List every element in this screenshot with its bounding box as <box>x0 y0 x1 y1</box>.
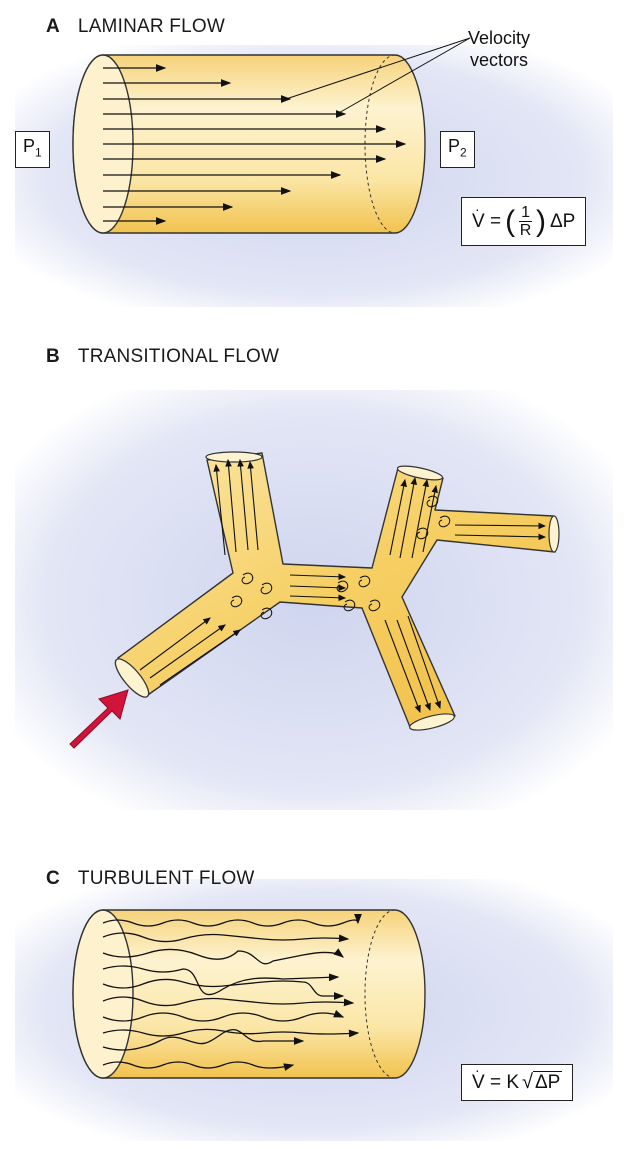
turbulent-eq-radicand: ΔP <box>532 1071 563 1093</box>
turbulent-title-text: TURBULENT FLOW <box>77 868 255 889</box>
transitional-eddies <box>230 495 451 620</box>
laminar-eq-paren-open: ( <box>505 204 516 238</box>
laminar-eq-rhs: ΔP <box>549 210 576 232</box>
turbulent-tube-inlet <box>72 909 134 1079</box>
transitional-flow-lines <box>139 458 547 714</box>
p1-label: P1 <box>15 131 50 168</box>
laminar-title: A LAMINAR FLOW <box>46 16 225 38</box>
laminar-equation: ·V = ( 1 R ) ΔP <box>461 197 587 246</box>
turbulent-velocity-vectors <box>102 913 362 1071</box>
laminar-eq-paren-close: ) <box>535 204 546 238</box>
laminar-eq-den: R <box>519 222 532 239</box>
sqrt-icon: √ <box>522 1071 533 1093</box>
p2-subscript: 2 <box>460 145 467 160</box>
turbulent-eq-lhs: ·V = K <box>472 1061 519 1093</box>
inlet-opening <box>114 658 150 698</box>
inflow-arrow-icon <box>69 689 129 749</box>
transitional-title-text: TRANSITIONAL FLOW <box>77 346 280 367</box>
transitional-panel <box>15 390 613 810</box>
laminar-panel <box>15 37 613 307</box>
laminar-title-text: LAMINAR FLOW <box>77 16 225 37</box>
laminar-letter: A <box>46 16 60 37</box>
velocity-label-line1: Velocity <box>468 28 531 48</box>
turbulent-title: C TURBULENT FLOW <box>46 868 255 890</box>
turbulent-equation: ·V = K √ ΔP <box>461 1061 574 1101</box>
velocity-label-line2: vectors <box>470 50 529 70</box>
laminar-eq-num: 1 <box>519 204 532 222</box>
velocity-vectors-label: Velocity vectors <box>468 27 530 71</box>
p2-label: P2 <box>440 131 475 168</box>
laminar-eq-lhs: ·V = <box>472 200 502 232</box>
transitional-letter: B <box>46 346 60 367</box>
turbulent-letter: C <box>46 868 60 889</box>
laminar-eq-fraction: 1 R <box>519 204 532 239</box>
laminar-velocity-vectors <box>103 64 407 225</box>
transitional-title: B TRANSITIONAL FLOW <box>46 346 279 368</box>
p1-subscript: 1 <box>35 145 42 160</box>
